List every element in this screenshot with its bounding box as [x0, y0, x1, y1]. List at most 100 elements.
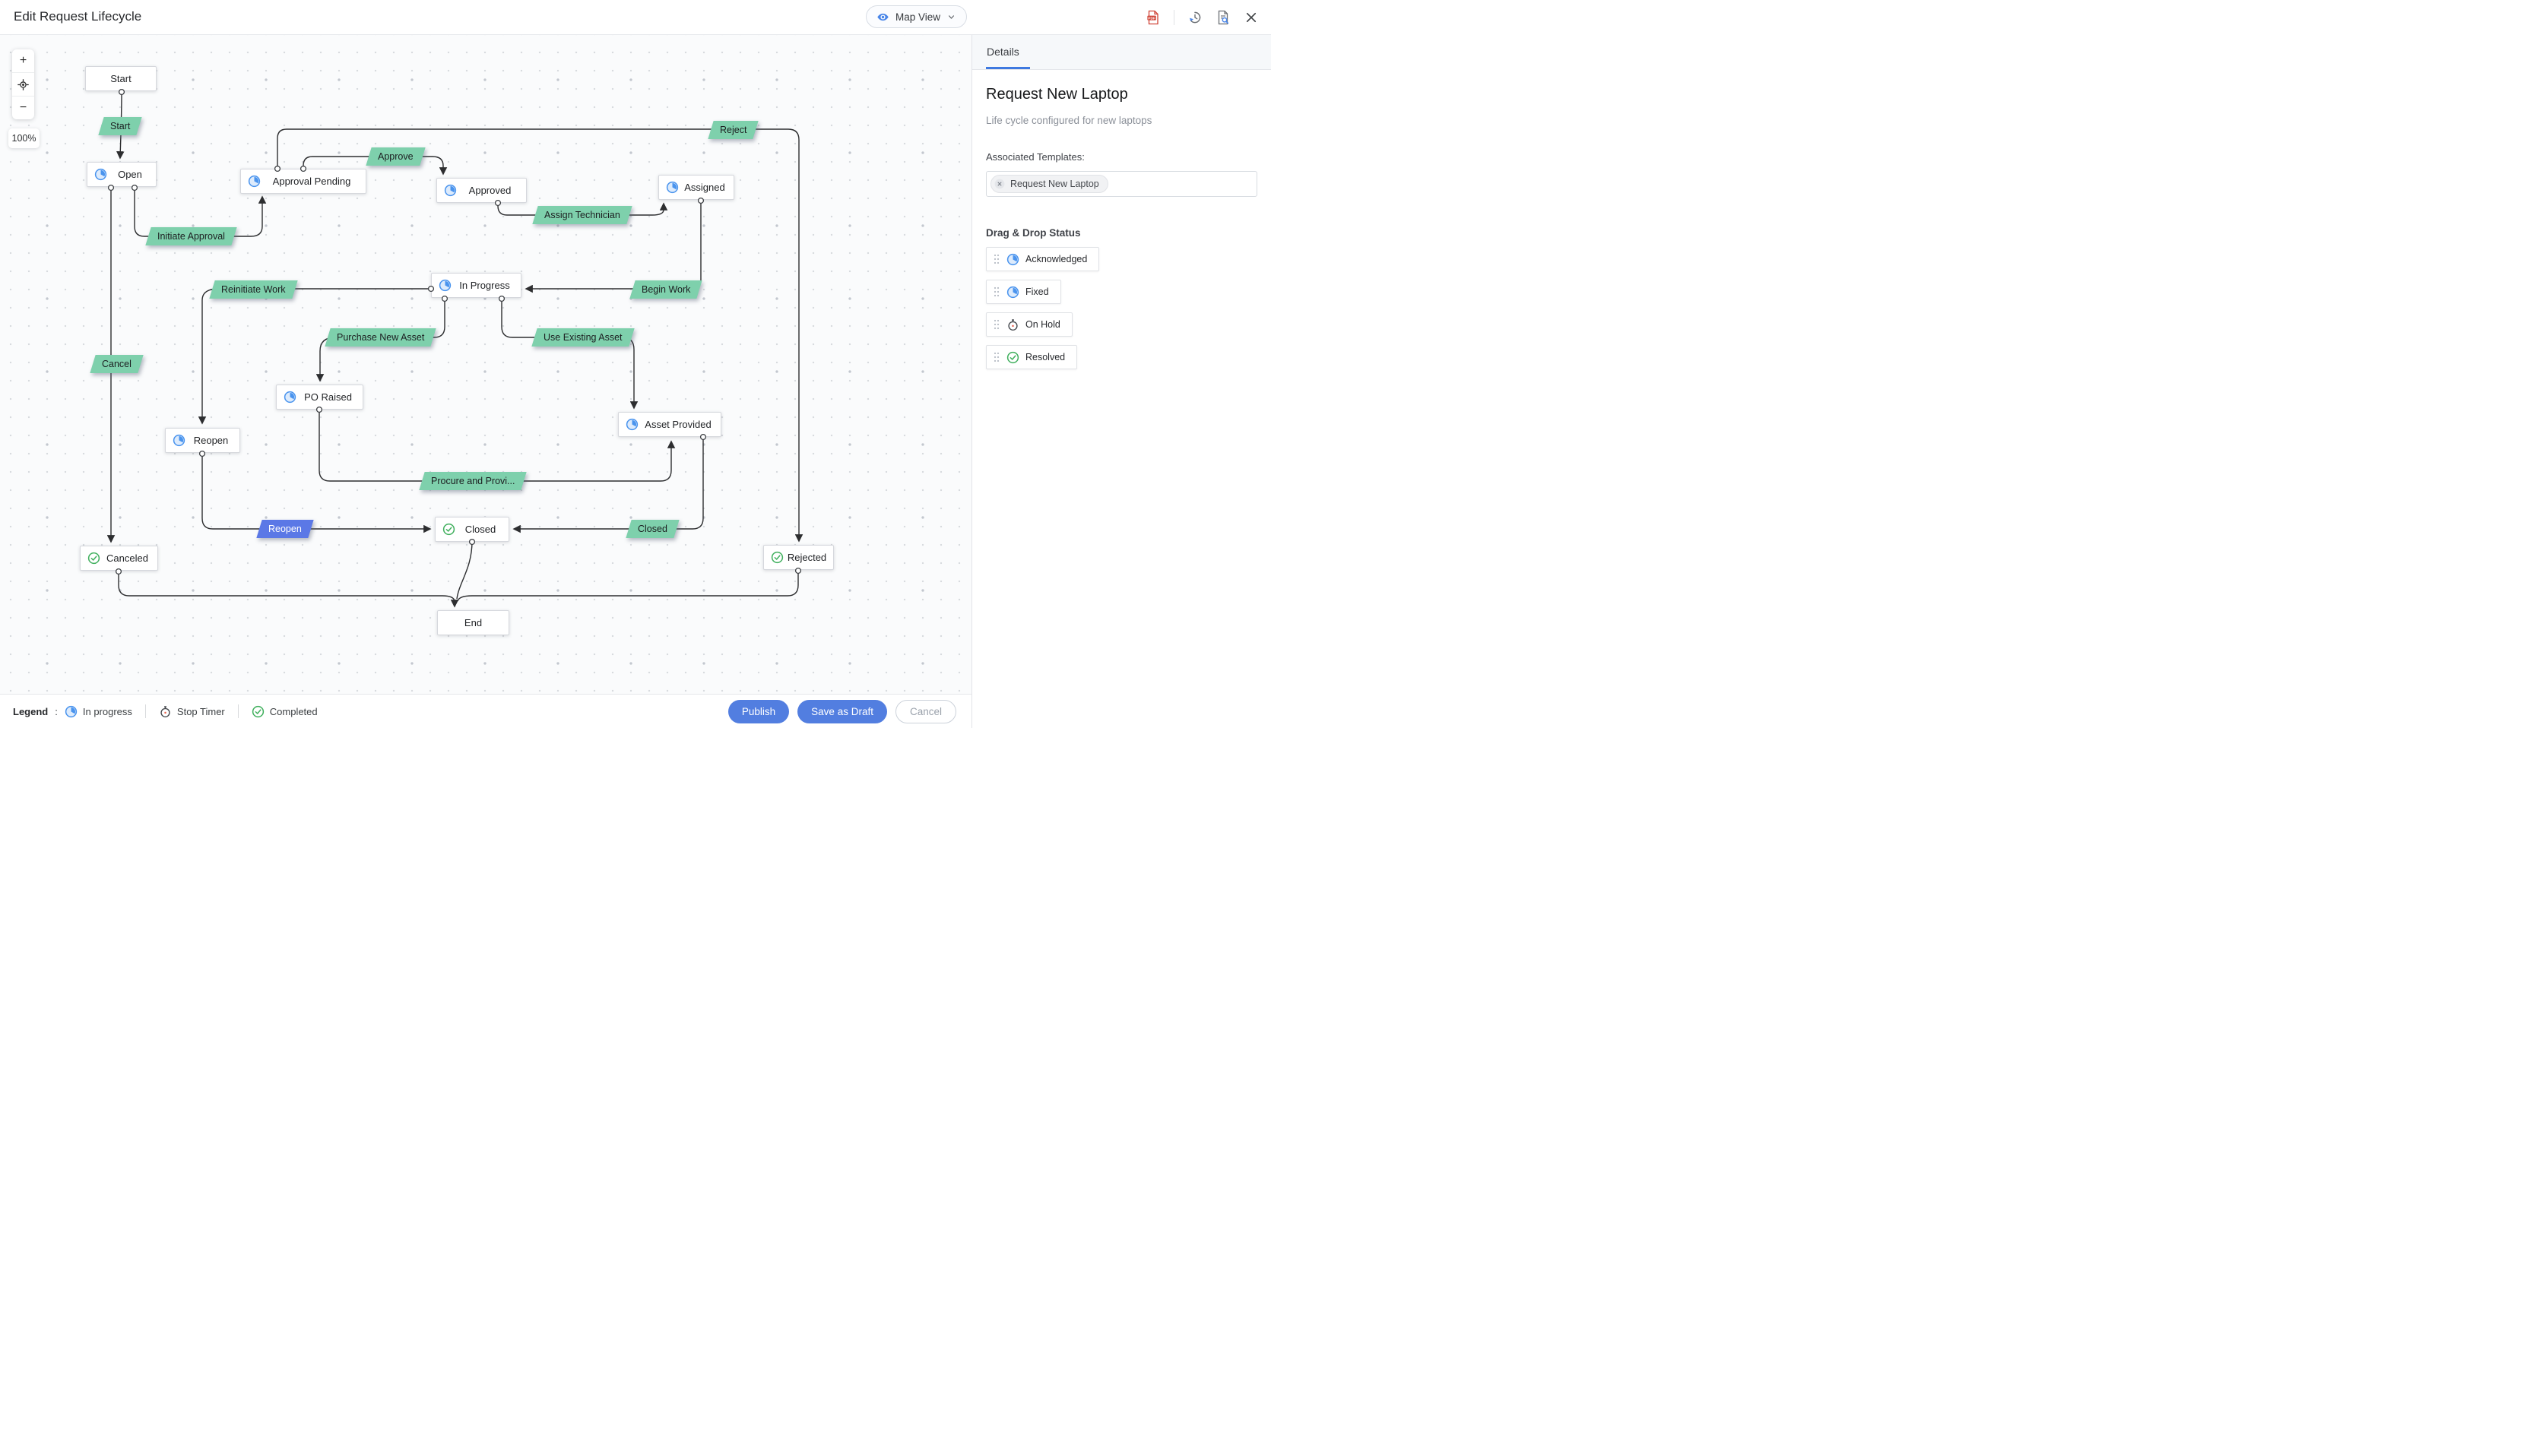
completed-icon [771, 551, 784, 564]
in-progress-icon [94, 168, 107, 181]
node-end[interactable]: End [437, 610, 509, 635]
node-label: Closed [464, 524, 496, 535]
node-canceled[interactable]: Canceled [80, 546, 158, 571]
map-view-dropdown[interactable]: Map View [866, 5, 968, 28]
node-closed[interactable]: Closed [435, 517, 509, 542]
transition-cancel[interactable]: Cancel [90, 355, 144, 373]
node-open[interactable]: Open [87, 162, 157, 187]
node-approval-pending[interactable]: Approval Pending [240, 169, 366, 194]
associated-templates-label: Associated Templates: [986, 151, 1085, 163]
details-panel: Details Request New Laptop Life cycle co… [971, 34, 1271, 728]
in-progress-icon [626, 418, 639, 431]
drag-handle-icon [993, 350, 1000, 364]
history-icon[interactable] [1187, 10, 1203, 25]
transition-start[interactable]: Start [98, 117, 143, 135]
node-asset-provided[interactable]: Asset Provided [618, 412, 721, 437]
transition-label: Procure and Provi... [431, 476, 515, 486]
node-start[interactable]: Start [85, 66, 157, 91]
divider [144, 704, 146, 718]
zoom-level-indicator: 100% [8, 128, 40, 148]
status-card-acknowledged[interactable]: Acknowledged [986, 247, 1100, 271]
drag-handle-icon [993, 285, 1000, 299]
in-progress-icon [284, 391, 296, 404]
status-card-resolved[interactable]: Resolved [986, 345, 1078, 369]
status-label: Resolved [1025, 352, 1066, 362]
completed-icon [252, 705, 265, 718]
node-label: Start [110, 73, 132, 84]
zoom-out-button[interactable]: − [19, 101, 27, 114]
footer-buttons: Publish Save as Draft Cancel [727, 699, 956, 723]
transition-label: Assign Technician [544, 210, 620, 220]
publish-button[interactable]: Publish [727, 699, 790, 723]
cancel-button[interactable]: Cancel [895, 699, 956, 723]
document-search-icon[interactable] [1216, 10, 1231, 25]
drag-drop-heading: Drag & Drop Status [986, 227, 1081, 239]
node-reopen[interactable]: Reopen [165, 428, 240, 453]
node-approved[interactable]: Approved [436, 178, 527, 203]
transition-initiate-approval[interactable]: Initiate Approval [145, 227, 237, 245]
tab-details[interactable]: Details [986, 34, 1030, 69]
in-progress-icon [1006, 286, 1019, 299]
node-in-progress[interactable]: In Progress [431, 273, 521, 298]
node-rejected[interactable]: Rejected [763, 545, 834, 570]
transition-label: Begin Work [642, 284, 691, 295]
completed-icon [442, 523, 455, 536]
transition-closed[interactable]: Closed [626, 520, 680, 538]
transition-approve[interactable]: Approve [366, 147, 426, 166]
transition-label: Cancel [102, 359, 132, 369]
transition-label: Reinitiate Work [221, 284, 286, 295]
close-icon[interactable] [1244, 10, 1259, 25]
panel-body: Request New Laptop Life cycle configured… [972, 70, 1271, 369]
save-as-draft-button[interactable]: Save as Draft [797, 699, 887, 723]
transition-label: Closed [638, 524, 667, 534]
drag-handle-icon [993, 318, 1000, 331]
divider [237, 704, 239, 718]
associated-templates-field[interactable]: Request New Laptop [986, 171, 1257, 197]
node-label: In Progress [459, 280, 510, 291]
legend-item-stop-timer: Stop Timer [159, 705, 225, 718]
header-actions [1146, 0, 1259, 34]
workflow-canvas[interactable] [0, 34, 971, 694]
legend-label: Legend [13, 705, 49, 717]
legend-item-completed: Completed [252, 705, 318, 718]
status-card-fixed[interactable]: Fixed [986, 280, 1061, 304]
stop-timer-icon [159, 705, 172, 718]
transition-procure-and-provide[interactable]: Procure and Provi... [419, 472, 528, 490]
in-progress-icon [248, 175, 261, 188]
node-label: PO Raised [304, 391, 352, 403]
edge-rejected-to-end [457, 570, 799, 602]
transition-purchase-new-asset[interactable]: Purchase New Asset [325, 328, 437, 347]
template-chip-label: Request New Laptop [1010, 179, 1099, 189]
legend: Legend : In progress Stop Timer Complete… [13, 704, 318, 718]
transition-label: Start [110, 121, 131, 131]
edge-closed-to-end [456, 540, 473, 600]
remove-chip-icon[interactable] [994, 178, 1006, 190]
status-label: Fixed [1025, 286, 1049, 297]
legend-item-label: Stop Timer [176, 705, 225, 717]
transition-begin-work[interactable]: Begin Work [629, 280, 703, 299]
status-label: Acknowledged [1025, 254, 1088, 264]
stop-timer-icon [1006, 318, 1019, 331]
pdf-export-icon[interactable] [1146, 10, 1161, 25]
in-progress-icon [439, 279, 452, 292]
node-assigned[interactable]: Assigned [658, 175, 734, 200]
fit-to-screen-button[interactable] [12, 73, 34, 97]
node-label: Rejected [787, 552, 827, 563]
node-label: Canceled [106, 552, 148, 564]
legend-item-label: Completed [269, 705, 318, 717]
zoom-in-button[interactable]: + [12, 49, 34, 73]
edge-in-progress-to-asset-provided [501, 298, 639, 410]
header-bar: Edit Request Lifecycle Map View [0, 0, 1271, 35]
node-po-raised[interactable]: PO Raised [276, 385, 363, 410]
transition-reopen[interactable]: Reopen [256, 520, 314, 538]
transition-assign-technician[interactable]: Assign Technician [532, 206, 632, 224]
edge-asset-provided-to-closed [512, 436, 704, 533]
legend-separator: : [55, 705, 58, 717]
in-progress-icon [65, 705, 78, 718]
transition-reinitiate-work[interactable]: Reinitiate Work [209, 280, 298, 299]
footer-bar: Legend : In progress Stop Timer Complete… [0, 694, 971, 728]
eye-icon [876, 11, 889, 24]
status-card-on-hold[interactable]: On Hold [986, 312, 1073, 337]
transition-use-existing-asset[interactable]: Use Existing Asset [531, 328, 635, 347]
transition-reject[interactable]: Reject [708, 121, 759, 139]
